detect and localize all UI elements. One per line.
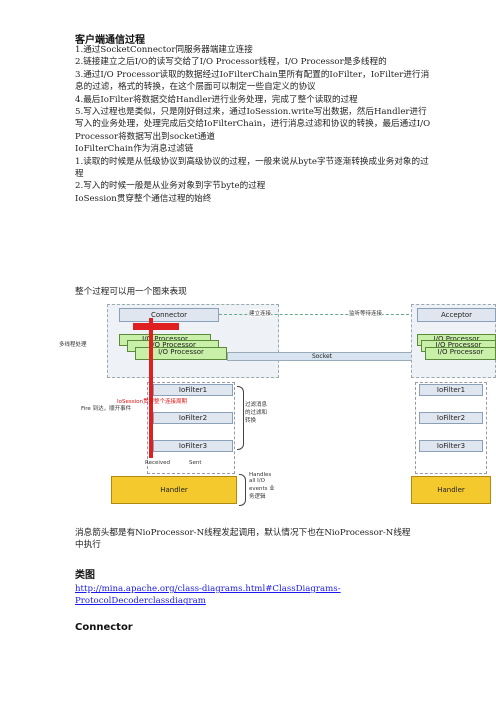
arrow-note: 消息箭头都是有NioProcessor-N线程发起调用，默认情况下也在NioPr… xyxy=(75,528,411,551)
processor-front: I/O Processor xyxy=(135,347,227,360)
class-diagram-heading: 类图 xyxy=(75,570,95,581)
step-2: 2.链接建立之后I/O的读写交给了I/O Processor线程，I/O Pro… xyxy=(75,57,387,68)
connector-heading: Connector xyxy=(75,622,133,633)
acceptor-box: Acceptor xyxy=(417,308,496,322)
filter-note: 过滤消息的过滤和转换 xyxy=(245,402,268,424)
sent-label: Sent xyxy=(189,460,202,466)
filterchain-write: 2.写入的时候一般是从业务对象到字节byte的过程 xyxy=(75,181,266,192)
server-handler-box: Handler xyxy=(411,476,491,504)
class-diagram-link[interactable]: http://mina.apache.org/class-diagrams.ht… xyxy=(75,584,341,607)
client-handler-box: Handler xyxy=(111,476,237,504)
socket-bar: Socket xyxy=(227,352,417,361)
session-label: IoSession贯穿整个连接周期 xyxy=(117,399,187,405)
iofilter1-box: IoFilter1 xyxy=(153,384,233,396)
server-filter-chain xyxy=(415,382,487,474)
diagram-caption: 整个过程可以用一个图来表现 xyxy=(75,287,187,297)
server-iofilter2-box: IoFilter2 xyxy=(419,412,483,424)
filterchain-title: IoFilterChain作为消息过滤链 xyxy=(75,144,194,155)
filterchain-read: 1.读取的时候是从低级协议到高级协议的过程，一般来说从byte字节逐渐转换成业务… xyxy=(75,156,429,180)
wait-conn-label: 监听等待连接 xyxy=(349,309,383,317)
steps-list: 1.通过SocketConnector同服务器端建立连接 2.链接建立之后I/O… xyxy=(75,44,435,205)
session-cap xyxy=(133,323,179,330)
server-processor-front: I/O Processor xyxy=(425,347,496,360)
client-process-heading: 客户端通信过程 xyxy=(75,35,145,46)
architecture-diagram: Connector I/O Processor I/O Processor I/… xyxy=(59,300,496,508)
connect-arrow xyxy=(219,314,409,315)
handler-brace xyxy=(239,474,246,506)
filter-brace xyxy=(237,386,244,450)
step-4: 4.最后IoFilter将数据交给Handler进行业务处理，完成了整个读取的过… xyxy=(75,94,358,105)
handler-note: Handles all I/O events 业务逻辑 xyxy=(249,472,275,500)
server-iofilter3-box: IoFilter3 xyxy=(419,440,483,452)
step-1: 1.通过SocketConnector同服务器端建立连接 xyxy=(75,45,253,55)
build-conn-label: 建立连接 xyxy=(249,309,272,317)
connector-box: Connector xyxy=(119,308,219,322)
step-3: 3.通过I/O Processor读取的数据经过IoFilterChain里所有… xyxy=(75,69,430,93)
step-5: 5.写入过程也是类似，只是刚好倒过来，通过IoSession.write写出数据… xyxy=(75,107,431,142)
fire-label: Fire 到达，顺开事件 xyxy=(81,406,132,412)
session-note: IoSession贯穿整个通信过程的始终 xyxy=(75,193,212,204)
session-bar xyxy=(149,318,153,458)
received-label: Received xyxy=(145,460,171,466)
multithread-label: 多线程处理 xyxy=(59,342,87,348)
server-iofilter1-box: IoFilter1 xyxy=(419,384,483,396)
filter-chain-container xyxy=(147,382,235,474)
iofilter2-box: IoFilter2 xyxy=(153,412,233,424)
iofilter3-box: IoFilter3 xyxy=(153,440,233,452)
